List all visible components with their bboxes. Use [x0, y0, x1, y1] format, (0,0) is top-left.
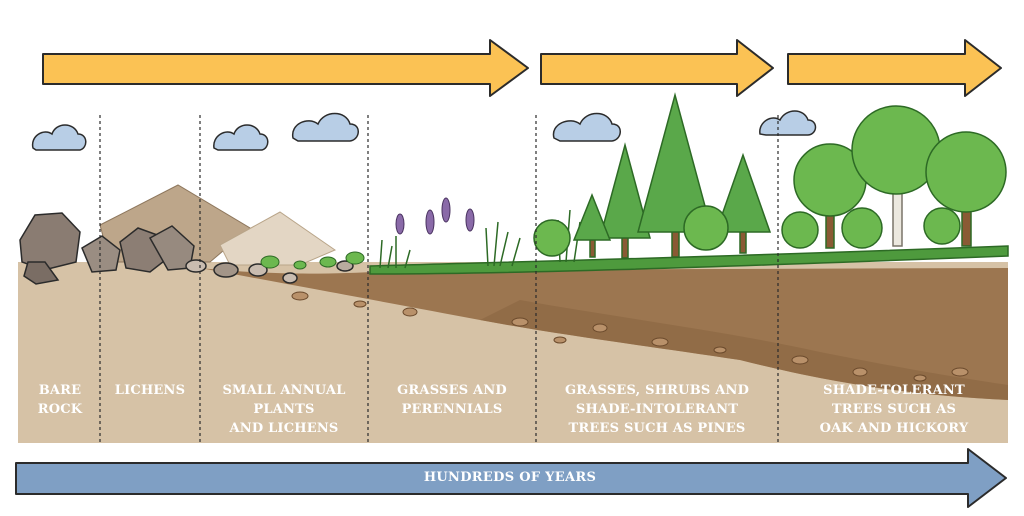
- time-arrow: [15, 448, 1007, 508]
- stage-label-small-annual-plants: SMALL ANNUAL PLANTS AND LICHENS: [222, 383, 346, 436]
- stage-dividers: [99, 115, 779, 443]
- pine-tree-icon: [572, 92, 772, 259]
- stage-label-lichens: LICHENS: [114, 383, 186, 398]
- deciduous-tree-icon: [793, 105, 1007, 249]
- cloud-icon: [31, 110, 817, 151]
- soil-pebbles: [291, 291, 969, 382]
- perennial-flower-icon: [395, 197, 475, 235]
- shrub-icon: [533, 205, 961, 257]
- stage-label-shrubs-pines: GRASSES, SHRUBS AND SHADE-INTOLERANT TRE…: [564, 383, 750, 436]
- soil-dark-shadow: [480, 300, 1008, 400]
- progress-arrow-3: [787, 39, 1002, 97]
- stage-label-grasses-perennials: GRASSES AND PERENNIALS: [397, 383, 507, 417]
- stage-label-oak-hickory: SHADE-TOLERANT TREES SUCH AS OAK AND HIC…: [819, 383, 969, 436]
- progress-arrow-1: [42, 39, 529, 97]
- stage-label-bare-rock: BARE ROCK: [37, 383, 83, 417]
- progress-arrow-2: [540, 39, 774, 97]
- progress-arrows: [42, 39, 1002, 97]
- grass-strip: [369, 245, 1009, 275]
- time-arrow-label: HUNDREDS OF YEARS: [423, 470, 597, 485]
- rock-icon: [19, 212, 354, 285]
- small-plant-icon: [260, 251, 365, 270]
